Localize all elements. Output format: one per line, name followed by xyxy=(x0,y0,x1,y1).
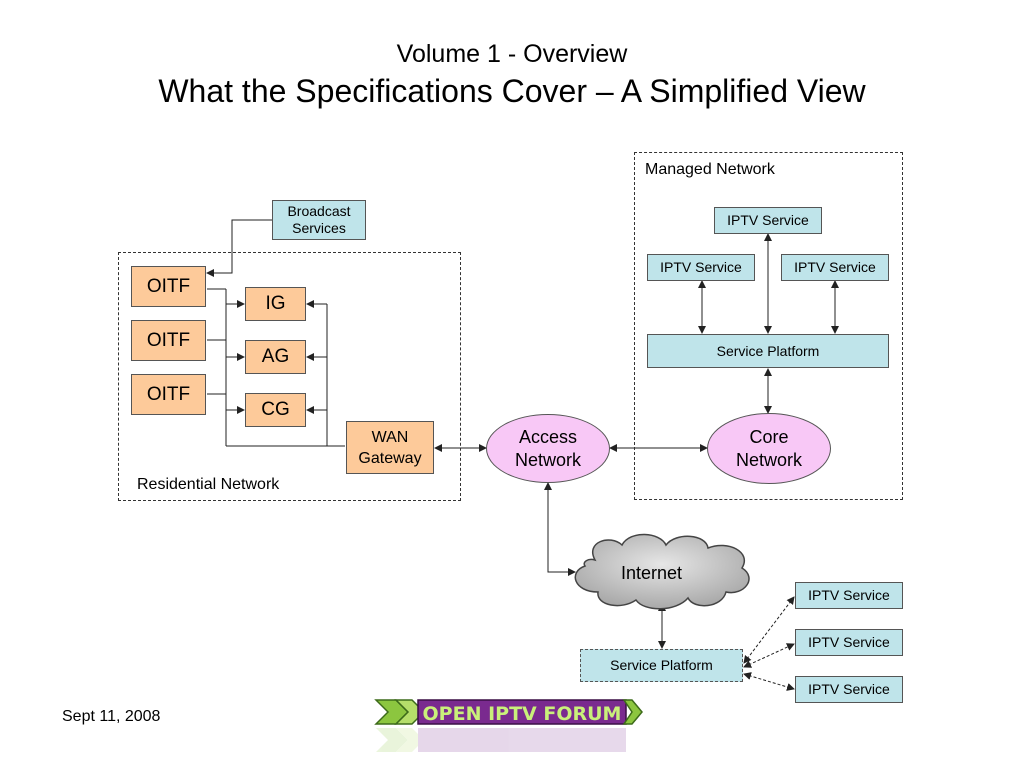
managed-service-platform-box: Service Platform xyxy=(647,334,889,368)
internet-iptv-service-box-2: IPTV Service xyxy=(795,629,903,656)
ag-box: AG xyxy=(245,340,306,374)
ig-box: IG xyxy=(245,287,306,321)
managed-network-region xyxy=(634,152,903,500)
core-network-ellipse: Core Network xyxy=(707,413,831,484)
oitf-box-3: OITF xyxy=(131,374,206,415)
access-network-ellipse: Access Network xyxy=(486,414,610,483)
residential-network-label: Residential Network xyxy=(137,476,280,493)
cg-box: CG xyxy=(245,393,306,427)
logo-text: OPEN IPTV FORUM xyxy=(423,703,622,725)
iptv-service-box-left: IPTV Service xyxy=(647,254,755,281)
iptv-service-box-right: IPTV Service xyxy=(781,254,889,281)
wan-gateway-box: WAN Gateway xyxy=(346,421,434,474)
oitf-box-2: OITF xyxy=(131,320,206,361)
residential-network-region xyxy=(118,252,461,501)
slide-subtitle: Volume 1 - Overview xyxy=(396,40,628,68)
internet-cloud xyxy=(574,533,750,610)
slide-title: What the Specifications Cover – A Simpli… xyxy=(158,73,866,109)
oitf-box-1: OITF xyxy=(131,266,206,307)
iptv-service-box-top: IPTV Service xyxy=(714,207,822,234)
logo-chevron-right-icon xyxy=(622,699,643,725)
internet-label: Internet xyxy=(621,563,683,583)
footer-date: Sept 11, 2008 xyxy=(62,708,161,725)
open-iptv-forum-logo: OPEN IPTV FORUM xyxy=(374,694,644,769)
logo-chevron-left-icon xyxy=(374,699,426,725)
broadcast-services-box: Broadcast Services xyxy=(272,200,366,240)
internet-iptv-service-box-3: IPTV Service xyxy=(795,676,903,703)
managed-network-label: Managed Network xyxy=(645,161,775,178)
internet-iptv-service-box-1: IPTV Service xyxy=(795,582,903,609)
internet-service-platform-box: Service Platform xyxy=(580,649,743,682)
